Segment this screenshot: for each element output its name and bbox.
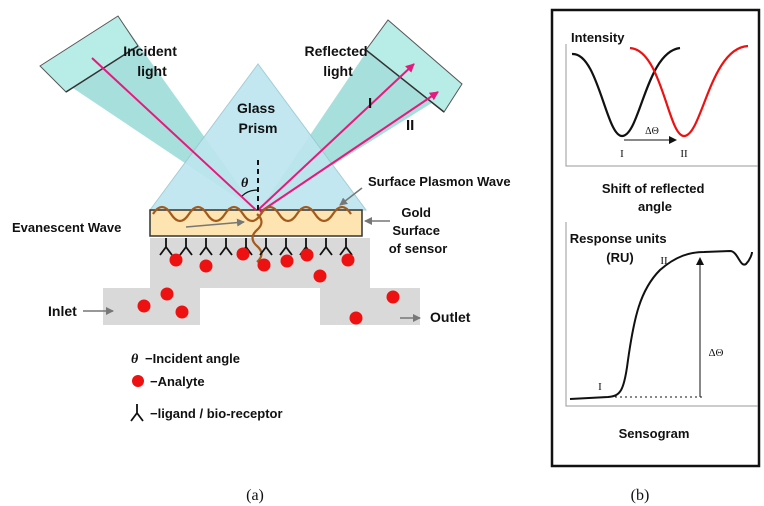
beam-I-label: I <box>368 95 372 112</box>
surface-plasmon-wave <box>152 205 352 223</box>
angle-arc <box>241 189 259 197</box>
sensogram-I-label: I <box>598 381 602 393</box>
surface-plasmon-label: Surface Plasmon Wave <box>368 174 511 189</box>
panel-b: Intensity ΔΘ I II Shift of reflected ang… <box>550 8 761 504</box>
reflected-light-label: Reflected light <box>305 43 372 79</box>
ligand <box>259 238 273 256</box>
inlet-label: Inlet <box>48 303 77 319</box>
panel-a: Incident light Reflected light Glass Pri… <box>12 15 511 504</box>
reflected-ray-II <box>259 91 439 213</box>
intensity-y-axis <box>565 44 758 167</box>
analyte <box>349 311 363 325</box>
sensogram-curve <box>569 249 753 400</box>
incident-ray <box>91 57 257 211</box>
evanescent-wave-label: Evanescent Wave <box>12 220 121 235</box>
shift-caption: Shift of reflected angle <box>602 181 708 214</box>
dip-curve-II <box>629 44 749 138</box>
caption-a: (a) <box>246 487 264 504</box>
reflected-ray-I <box>257 63 415 211</box>
plasmon-arrow <box>339 187 363 206</box>
dip-curve-I <box>571 46 681 138</box>
incident-light-label: Incident light <box>123 43 181 79</box>
ligand <box>279 238 293 256</box>
analyte <box>199 259 213 273</box>
analyte <box>236 247 250 261</box>
ligand <box>219 238 233 256</box>
legend: θ −Incident angle −Analyte −ligand / bio… <box>130 351 283 422</box>
ligand <box>319 238 333 256</box>
intensity-title: Intensity <box>571 30 625 45</box>
analyte <box>169 253 183 267</box>
dip-delta-theta: ΔΘ <box>645 126 659 137</box>
ligand <box>339 238 353 256</box>
analyte <box>137 299 151 313</box>
analyte <box>341 253 355 267</box>
analyte <box>280 254 294 268</box>
sensogram-axes <box>565 222 758 407</box>
evanescent-arrow <box>185 218 245 228</box>
legend-analyte: −Analyte <box>150 374 205 389</box>
analyte-group <box>137 247 400 325</box>
sensogram-caption: Sensogram <box>619 426 690 441</box>
glass-prism-label: Glass Prism <box>237 100 279 136</box>
analyte <box>257 258 271 272</box>
ligand <box>179 238 193 256</box>
gold-surface-label: Gold Surface of sensor <box>389 205 448 256</box>
legend-analyte-dot <box>132 375 144 387</box>
caption-b: (b) <box>631 487 650 504</box>
analyte <box>313 269 327 283</box>
dip-II-label: II <box>680 148 688 160</box>
sensogram-II-label: II <box>660 255 668 267</box>
analyte <box>300 248 314 262</box>
ligand <box>199 238 213 256</box>
dip-I-label: I <box>620 148 624 160</box>
legend-theta-symbol: θ <box>131 352 139 367</box>
beam-II-label: II <box>406 117 414 134</box>
analyte <box>160 287 174 301</box>
analyte <box>175 305 189 319</box>
outlet-label: Outlet <box>430 309 471 325</box>
legend-ligand: −ligand / bio-receptor <box>150 406 283 421</box>
response-units-label: Response units (RU) <box>570 231 670 265</box>
legend-ligand-icon <box>130 404 144 422</box>
ligand <box>159 238 173 256</box>
legend-incident-angle: −Incident angle <box>145 351 240 366</box>
theta-label: θ <box>241 176 249 191</box>
analyte <box>386 290 400 304</box>
sensogram-delta-theta: ΔΘ <box>708 347 723 359</box>
panel-b-frame <box>550 8 761 468</box>
